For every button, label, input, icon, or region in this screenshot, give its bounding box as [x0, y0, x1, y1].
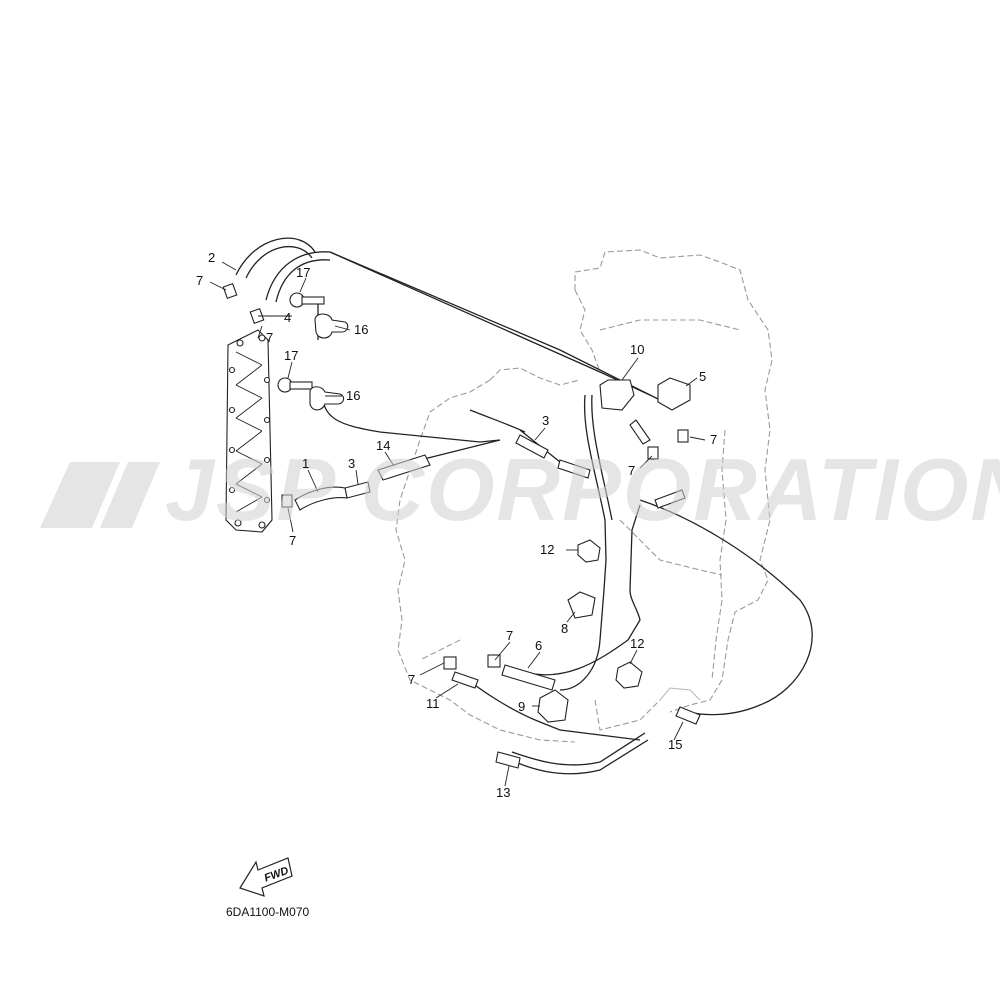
- callout-17: 17: [296, 265, 310, 280]
- gasket-plate: [225, 329, 273, 533]
- callout-7: 7: [628, 463, 635, 478]
- fwd-arrow-icon: FWD: [239, 857, 293, 897]
- callout-13: 13: [496, 785, 510, 800]
- hose-routing: [235, 237, 813, 775]
- callouts: 2 7 17 4 7 16 17 16 10 5 3 7 7 14 1 3 7 …: [196, 250, 717, 800]
- callout-7: 7: [408, 672, 415, 687]
- callout-1: 1: [302, 456, 309, 471]
- callout-7: 7: [289, 533, 296, 548]
- callout-7: 7: [266, 330, 273, 345]
- callout-16: 16: [346, 388, 360, 403]
- callout-14: 14: [376, 438, 390, 453]
- engine-block-outline: [395, 249, 773, 743]
- callout-7: 7: [506, 628, 513, 643]
- callout-4: 4: [284, 310, 291, 325]
- callout-7: 7: [196, 273, 203, 288]
- callout-16: 16: [354, 322, 368, 337]
- callout-12: 12: [540, 542, 554, 557]
- diagram-code: 6DA1100-M070: [226, 905, 309, 919]
- callout-7: 7: [710, 432, 717, 447]
- bolt-17-lower: [277, 377, 313, 393]
- callout-5: 5: [699, 369, 706, 384]
- watermark-text: JSP CORPORATION: [165, 440, 1000, 539]
- parts: [222, 282, 701, 769]
- callout-10: 10: [630, 342, 644, 357]
- watermark: JSP CORPORATION: [40, 440, 1000, 539]
- callout-8: 8: [561, 621, 568, 636]
- callout-17: 17: [284, 348, 298, 363]
- callout-9: 9: [518, 699, 525, 714]
- callout-3: 3: [348, 456, 355, 471]
- bolt-17-top: [289, 292, 325, 308]
- callout-12: 12: [630, 636, 644, 651]
- callout-2: 2: [208, 250, 215, 265]
- callout-11: 11: [426, 696, 440, 711]
- leaders: [209, 261, 706, 787]
- callout-6: 6: [535, 638, 542, 653]
- callout-15: 15: [668, 737, 682, 752]
- callout-3: 3: [542, 413, 549, 428]
